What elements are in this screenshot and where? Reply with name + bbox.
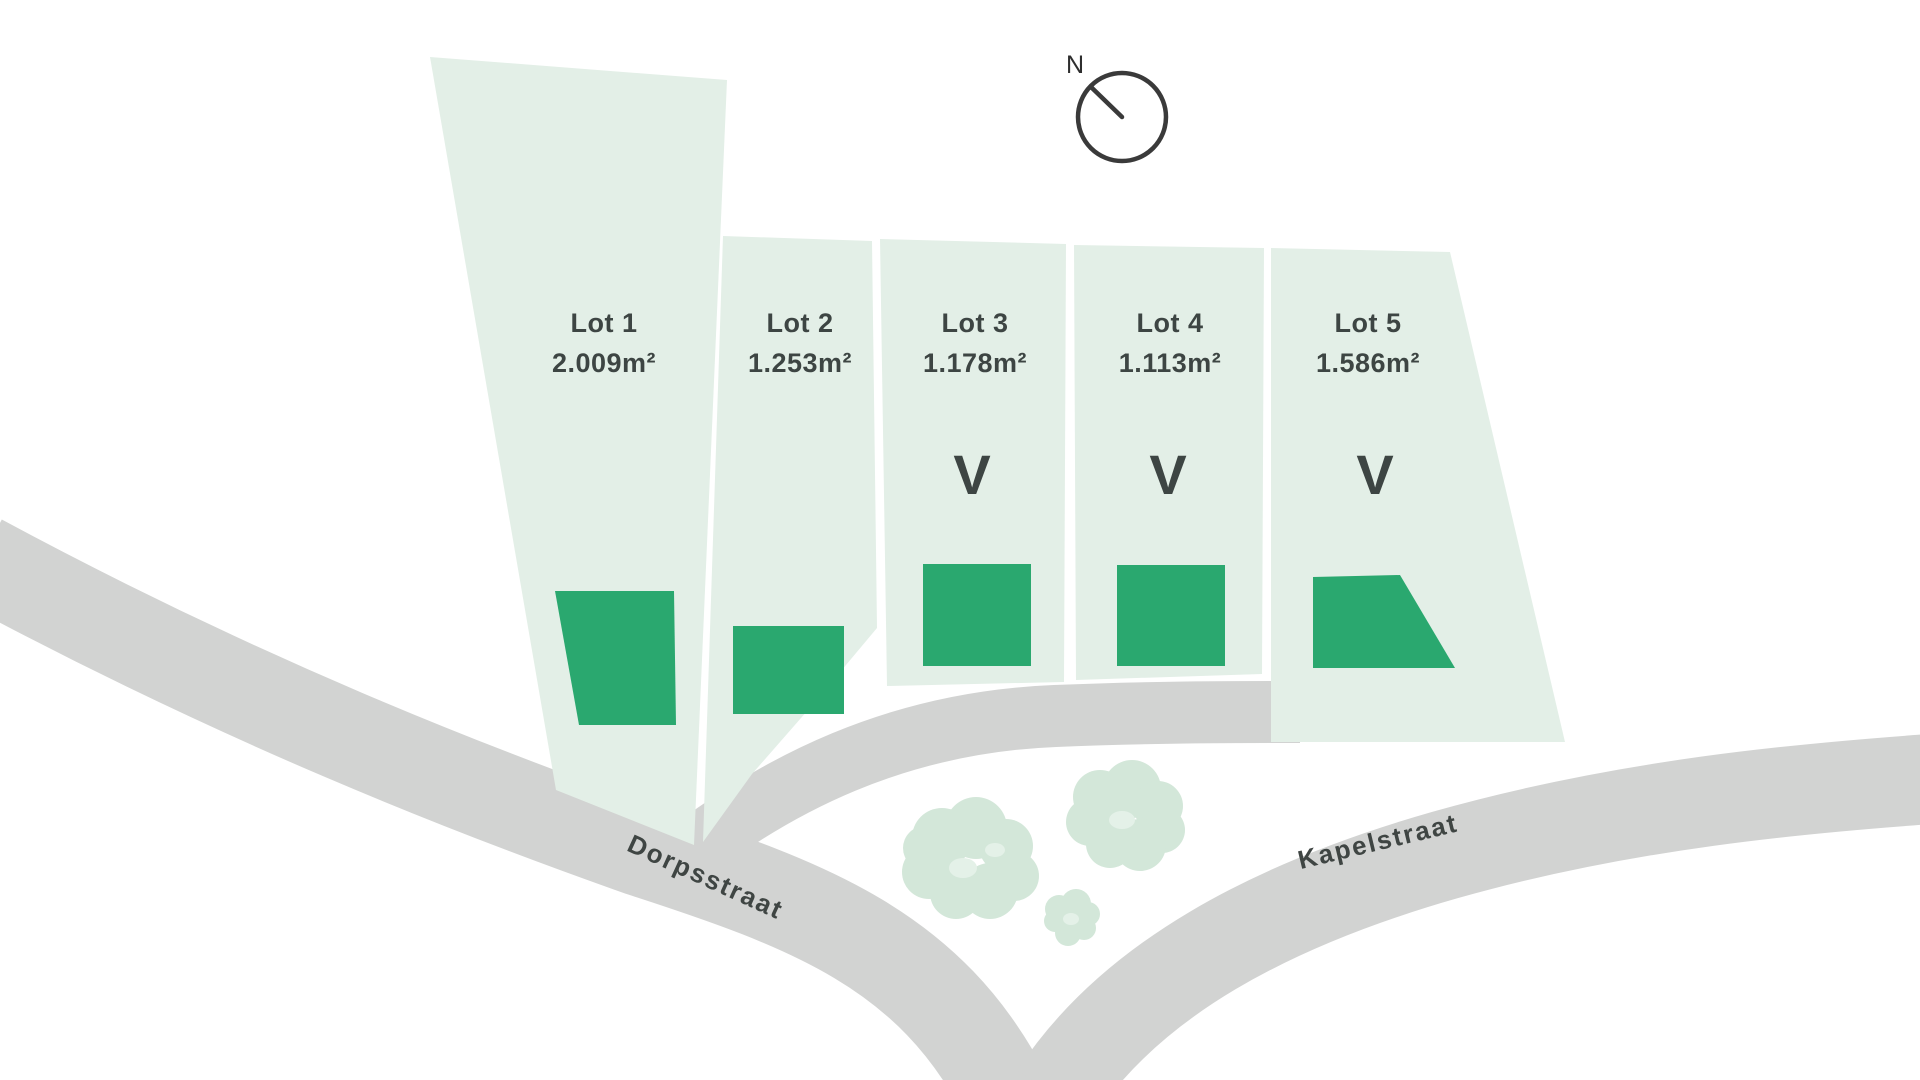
compass: N	[1066, 51, 1169, 164]
lot-1-parcel[interactable]	[430, 57, 727, 845]
compass-circle-icon	[1075, 70, 1169, 164]
lot-3-label: Lot 3	[942, 308, 1009, 338]
roads	[0, 519, 1920, 1080]
lot-5-area: 1.586m²	[1316, 348, 1420, 378]
lot-3-status-mark: V	[953, 443, 990, 506]
lot-2-label: Lot 2	[767, 308, 834, 338]
dorpsstraat-road	[0, 519, 1046, 1080]
trees	[902, 760, 1185, 946]
lot-4-label: Lot 4	[1137, 308, 1204, 338]
access-road	[634, 681, 1301, 904]
lot-1-label: Lot 1	[571, 308, 638, 338]
compass-north-label: N	[1066, 51, 1084, 79]
lot-5-status-mark: V	[1356, 443, 1393, 506]
lot-5-building-footprint	[1313, 575, 1455, 668]
building-footprints	[555, 564, 1455, 725]
lot-4-building-footprint	[1117, 565, 1225, 666]
lot-1-building-footprint	[555, 591, 676, 725]
lot-labels: Lot 1 2.009m² Lot 2 1.253m² Lot 3 1.178m…	[552, 308, 1420, 506]
tree-icon-large	[902, 797, 1039, 919]
tree-highlight	[1063, 913, 1079, 925]
lot-4-status-mark: V	[1149, 443, 1186, 506]
lot-5-label: Lot 5	[1335, 308, 1402, 338]
lot-2-area: 1.253m²	[748, 348, 852, 378]
tree-highlight	[949, 858, 977, 878]
lot-2-building-footprint	[733, 626, 844, 714]
tree-highlight	[1109, 811, 1135, 829]
kapelstraat-road	[1017, 734, 1920, 1080]
lot-4-area: 1.113m²	[1119, 348, 1222, 378]
lot-3-area: 1.178m²	[923, 348, 1027, 378]
lot-3-building-footprint	[923, 564, 1031, 666]
lot-1-area: 2.009m²	[552, 348, 656, 378]
compass-needle-icon	[1088, 84, 1125, 120]
tree-highlight	[985, 843, 1005, 857]
tree-icon-medium	[1066, 760, 1185, 871]
